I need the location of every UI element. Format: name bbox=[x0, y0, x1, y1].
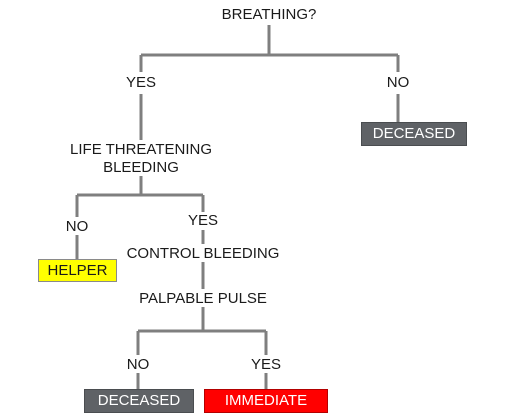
outcome-deceased-bottom-label: DECEASED bbox=[97, 392, 181, 409]
label-yes-pulse: YES bbox=[250, 356, 282, 373]
outcome-immediate-label: IMMEDIATE bbox=[224, 392, 308, 409]
step-control-bleeding: CONTROL BLEEDING bbox=[126, 245, 280, 262]
node-breathing-question: BREATHING? bbox=[221, 6, 317, 23]
outcome-deceased-label: DECEASED bbox=[372, 125, 456, 142]
outcome-helper-box: HELPER bbox=[38, 259, 117, 282]
outcome-deceased-bottom-box: DECEASED bbox=[84, 389, 194, 413]
outcome-immediate-box: IMMEDIATE bbox=[204, 389, 328, 413]
label-no-pulse: NO bbox=[126, 356, 150, 373]
label-no-bleeding: NO bbox=[65, 218, 89, 235]
outcome-deceased-box: DECEASED bbox=[361, 122, 467, 146]
node-palpable-pulse-question: PALPABLE PULSE bbox=[139, 290, 267, 307]
node-bleeding-question-line1: LIFE THREATENING bbox=[70, 141, 212, 158]
outcome-helper-label: HELPER bbox=[47, 261, 108, 279]
label-no-breathing: NO bbox=[386, 74, 410, 91]
node-bleeding-question-line2: BLEEDING bbox=[103, 159, 179, 176]
label-yes-bleeding: YES bbox=[187, 212, 219, 229]
label-yes-breathing: YES bbox=[125, 74, 157, 91]
